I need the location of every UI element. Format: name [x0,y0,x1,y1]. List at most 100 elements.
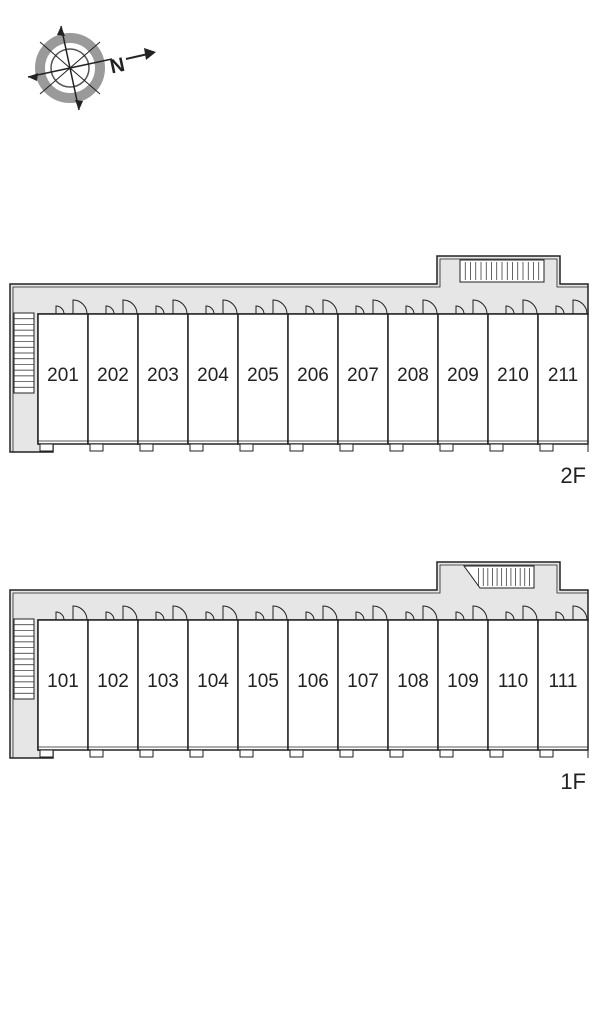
compass-icon [27,25,113,111]
unit-number: 104 [197,671,229,692]
ac-unit-icon [489,443,504,452]
unit-number: 204 [197,365,229,386]
unit-room [137,619,189,751]
meter-box-icon [105,305,115,315]
compass-north-letter: N [108,54,127,79]
ac-unit-icon [189,443,204,452]
unit-number: 208 [397,365,429,386]
left-stair-1f [13,618,35,700]
unit-room [237,313,289,445]
floor-label-2f: 2F [560,463,586,488]
ac-unit-icon [239,443,254,452]
floor-label-1f: 1F [560,769,586,794]
door-icon [122,299,138,315]
unit-room [487,619,539,751]
unit-204: 204 [187,299,239,452]
door-icon [472,299,488,315]
door-icon [422,605,438,621]
unit-number: 211 [548,365,578,386]
ac-unit-icon [289,443,304,452]
unit-room [337,619,389,751]
unit-106: 106 [287,605,339,758]
meter-box-icon [205,305,215,315]
ac-unit-icon [89,749,104,758]
ac-unit-icon [39,749,54,758]
door-icon [572,299,588,315]
unit-number: 209 [447,365,479,386]
unit-room [537,619,589,751]
door-icon [272,605,288,621]
unit-210: 210 [487,299,539,452]
unit-room [287,619,339,751]
door-icon [222,605,238,621]
meter-box-icon [205,611,215,621]
unit-number: 106 [297,671,329,692]
door-icon [422,299,438,315]
unit-number: 111 [549,671,578,692]
unit-number: 105 [247,671,279,692]
meter-box-icon [555,611,565,621]
door-icon [322,299,338,315]
unit-208: 208 [387,299,439,452]
unit-109: 109 [437,605,489,758]
unit-room [137,313,189,445]
meter-box-icon [255,611,265,621]
top-stair-outline-1f [463,565,535,589]
door-icon [572,605,588,621]
ac-unit-icon [289,749,304,758]
unit-number: 108 [397,671,429,692]
unit-number: 207 [347,365,379,386]
meter-box-icon [505,611,515,621]
door-icon [522,299,538,315]
door-icon [272,299,288,315]
ac-unit-icon [339,749,354,758]
meter-box-icon [405,305,415,315]
unit-211: 211 [537,299,589,452]
door-icon [172,299,188,315]
unit-room [337,313,389,445]
door-icon [522,605,538,621]
unit-room [87,313,139,445]
top-stair-2f [459,259,545,283]
ac-unit-icon [339,443,354,452]
ac-unit-icon [189,749,204,758]
floor-2f: 201 202 203 204 205 206 207 208 209 210 211 2F [9,255,589,488]
unit-number: 107 [347,671,379,692]
unit-number: 206 [297,365,329,386]
door-icon [372,605,388,621]
ac-unit-icon [439,749,454,758]
unit-202: 202 [87,299,139,452]
ac-unit-icon [489,749,504,758]
unit-number: 201 [47,365,79,386]
unit-number: 202 [97,365,129,386]
unit-205: 205 [237,299,289,452]
unit-number: 205 [247,365,279,386]
unit-room [487,313,539,445]
unit-number: 210 [497,365,529,386]
unit-room [187,619,239,751]
meter-box-icon [455,611,465,621]
unit-203: 203 [137,299,189,452]
unit-104: 104 [187,605,239,758]
unit-number: 102 [97,671,129,692]
unit-101: 101 [37,605,89,758]
ac-unit-icon [389,749,404,758]
meter-box-icon [505,305,515,315]
unit-209: 209 [437,299,489,452]
ac-unit-icon [39,443,54,452]
ac-unit-icon [139,749,154,758]
meter-box-icon [105,611,115,621]
door-icon [172,605,188,621]
ac-unit-icon [239,749,254,758]
ac-unit-icon [539,443,554,452]
meter-box-icon [305,611,315,621]
ac-unit-icon [389,443,404,452]
unit-room [437,313,489,445]
meter-box-icon [555,305,565,315]
top-stair-1f [463,565,535,589]
meter-box-icon [55,305,65,315]
unit-103: 103 [137,605,189,758]
ac-unit-icon [539,749,554,758]
left-stair-2f [13,312,35,394]
